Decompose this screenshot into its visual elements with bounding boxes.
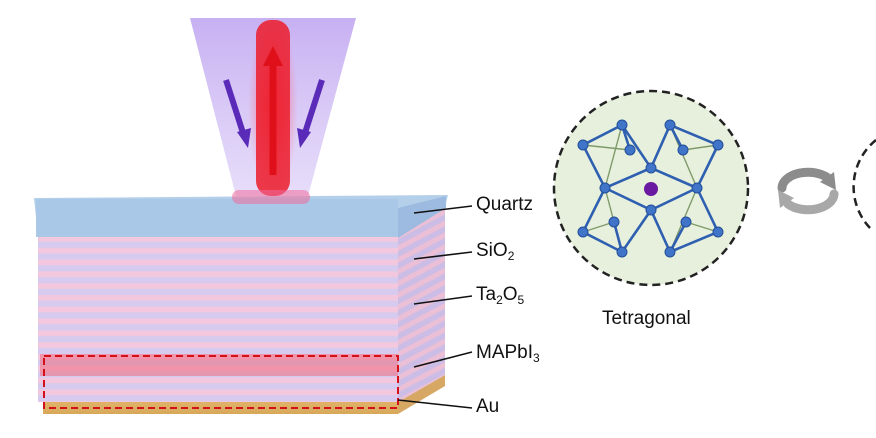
label-ta2o5-ta: Ta (476, 284, 497, 305)
label-ta2o5: Ta2O5 (476, 284, 524, 307)
label-ta2o5-sub1: 2 (496, 293, 503, 307)
mapbi3-layer (40, 354, 398, 376)
incident-arrow-left-icon (223, 79, 251, 148)
mapbi3-dashed-box (43, 355, 399, 409)
leader-au (397, 399, 473, 409)
incident-arrow-right-icon (297, 79, 325, 148)
label-mapbi3-base: MAPbI (476, 342, 534, 363)
label-ta2o5-o: O (502, 284, 518, 305)
leader-quartz (413, 205, 473, 214)
reflected-arrow-icon (263, 46, 283, 175)
label-sio2-sub: 2 (507, 249, 515, 263)
center-cation-atom (644, 182, 658, 196)
next-phase-circle-partial (852, 139, 876, 231)
leader-ta2o5 (413, 295, 473, 305)
label-au-text: Au (476, 396, 500, 417)
label-au: Au (476, 396, 499, 418)
dbr-stack-side-stripes (398, 207, 445, 402)
leader-mapbi3 (413, 351, 473, 368)
phase-cycle-icon (777, 167, 839, 215)
label-sio2-base: SiO (476, 240, 508, 261)
laser-spot (232, 190, 310, 204)
quartz-side (398, 196, 446, 238)
label-ta2o5-sub2: 5 (517, 293, 525, 307)
au-layer-side (398, 375, 445, 414)
label-quartz-text: Quartz (476, 194, 534, 215)
quartz-front (36, 199, 398, 237)
leader-sio2 (413, 251, 473, 260)
label-mapbi3: MAPbI3 (476, 342, 540, 365)
phase-label: Tetragonal (602, 308, 691, 329)
label-sio2: SiO2 (476, 240, 514, 263)
crystal-structure (552, 89, 750, 287)
label-quartz: Quartz (476, 194, 533, 216)
label-mapbi3-sub: 3 (533, 351, 540, 365)
dbr-stack-front (38, 236, 398, 402)
leader-lines (397, 205, 473, 409)
lattice-atoms (577, 119, 724, 258)
